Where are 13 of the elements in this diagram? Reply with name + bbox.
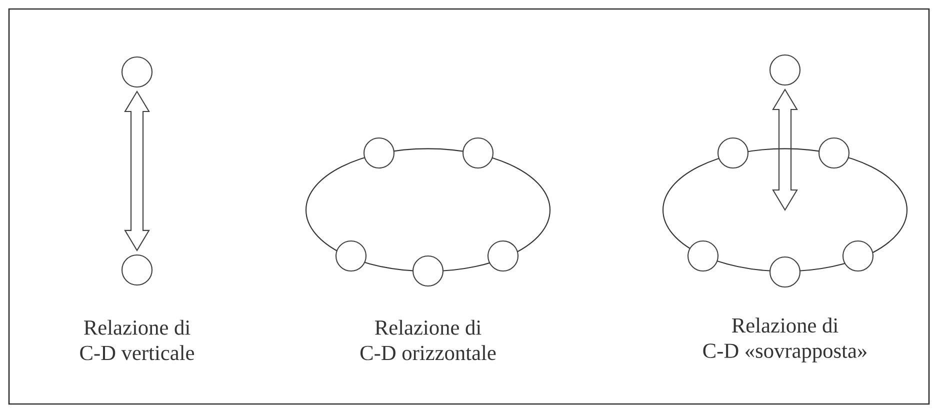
circle-node (121, 254, 153, 286)
circle-node (687, 240, 719, 272)
circle-node (717, 137, 749, 169)
caption: Relazione di C-D verticale (80, 320, 194, 360)
circle-node (769, 256, 801, 288)
circle-node (363, 137, 395, 169)
circle-node (412, 255, 444, 287)
circle-node (462, 137, 494, 169)
circle-node (769, 54, 801, 86)
circle-node (818, 137, 850, 169)
circle-node (121, 56, 153, 88)
caption: Relazione di C-D «sovrapposta» (703, 318, 866, 362)
caption: Relazione di C-D orizzontale (360, 320, 496, 360)
